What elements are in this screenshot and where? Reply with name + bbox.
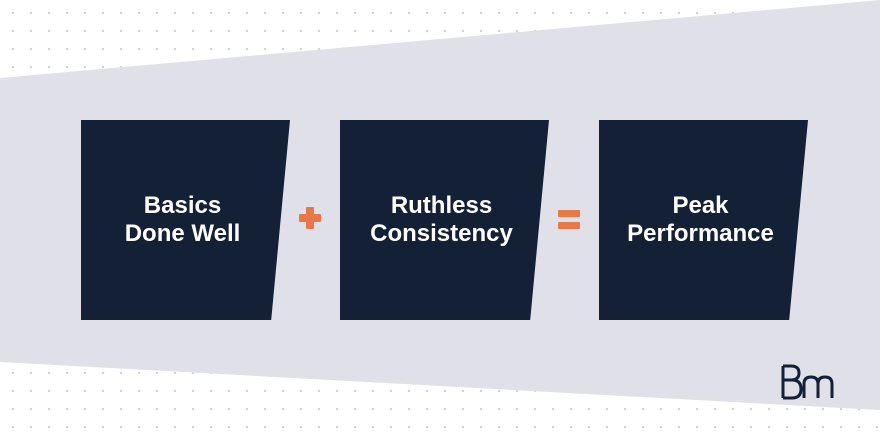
card-basics-done-well: Basics Done Well (81, 120, 290, 320)
card-ruthless-consistency: Ruthless Consistency (340, 120, 549, 320)
card-peak-performance: Peak Performance (599, 120, 808, 320)
bm-logo-icon (781, 364, 834, 400)
plus-icon (299, 207, 321, 229)
card-label: Peak Performance (627, 192, 774, 247)
card-label: Ruthless Consistency (370, 192, 513, 247)
equals-icon (558, 208, 580, 230)
card-label: Basics Done Well (124, 192, 241, 247)
